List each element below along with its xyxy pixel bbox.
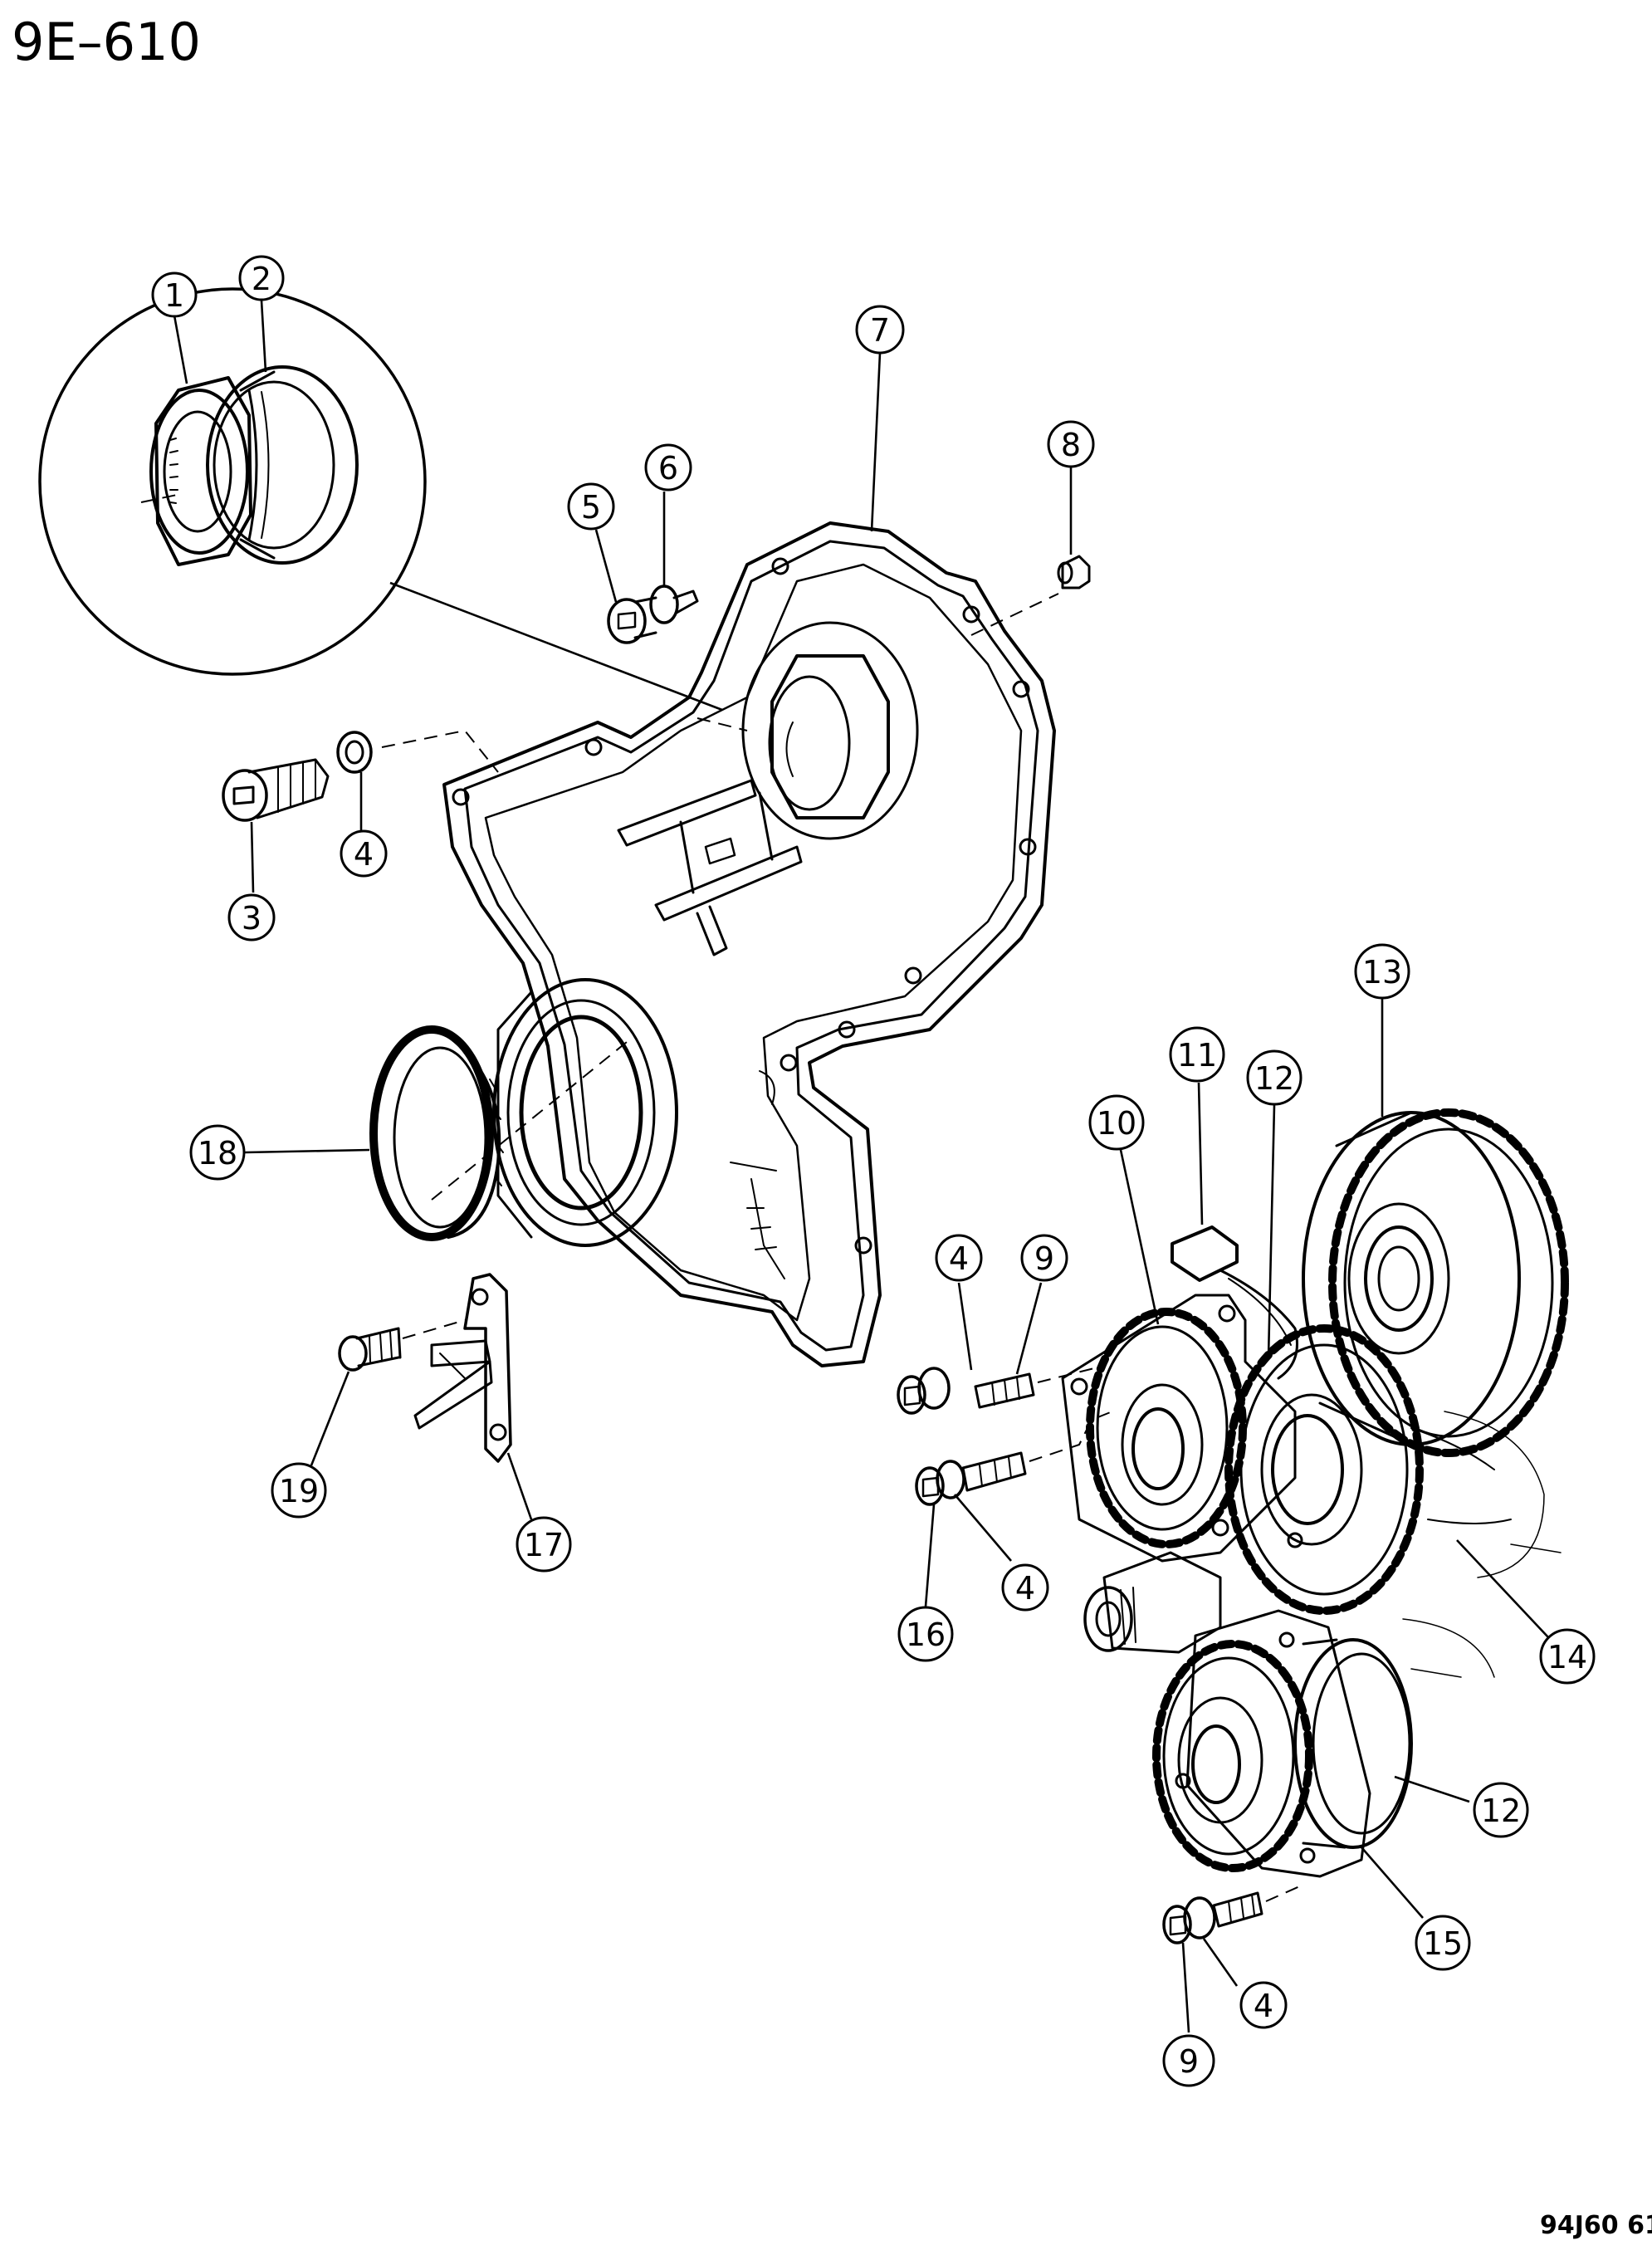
- dowel-pin-8: [1057, 555, 1091, 589]
- oil-seal-18: [369, 1025, 504, 1241]
- bolt-9-lower: [1162, 1884, 1304, 1944]
- callout-18: 18: [189, 1124, 246, 1181]
- svg-text:10: 10: [1097, 1105, 1136, 1142]
- svg-text:9: 9: [1179, 2043, 1199, 2080]
- callout-3: 3: [227, 893, 276, 942]
- svg-text:4: 4: [354, 836, 374, 873]
- callout-9-lower: 9: [1162, 2034, 1215, 2087]
- callout-10: 10: [1088, 1094, 1145, 1151]
- svg-text:9: 9: [1034, 1240, 1054, 1277]
- svg-text:12: 12: [1481, 1793, 1521, 1829]
- callout-8: 8: [1047, 420, 1095, 468]
- idler-gear-14: [1224, 1324, 1512, 1615]
- callout-14: 14: [1539, 1628, 1596, 1685]
- svg-text:14: 14: [1547, 1639, 1587, 1675]
- svg-text:7: 7: [870, 312, 890, 349]
- svg-text:16: 16: [906, 1617, 946, 1653]
- callout-4-gear-middle: 4: [1001, 1563, 1049, 1612]
- svg-text:6: 6: [658, 450, 678, 487]
- svg-text:2: 2: [252, 261, 271, 297]
- callout-9-upper: 9: [1020, 1234, 1068, 1282]
- washer-4-left: [336, 731, 373, 774]
- callout-12-upper: 12: [1246, 1049, 1303, 1106]
- timing-gear-cover: [442, 521, 1056, 1367]
- sensor-11: [1171, 1225, 1298, 1380]
- svg-text:17: 17: [524, 1527, 564, 1563]
- callout-2: 2: [238, 255, 285, 301]
- washer-6: [649, 585, 699, 624]
- callout-4-gear-upper: 4: [935, 1234, 983, 1282]
- camshaft-gear-13: [1302, 1108, 1569, 1457]
- callout-5: 5: [567, 482, 615, 531]
- svg-text:18: 18: [198, 1135, 237, 1172]
- svg-text:19: 19: [279, 1473, 319, 1509]
- bracket-17: [413, 1273, 512, 1463]
- callout-13: 13: [1354, 943, 1410, 1000]
- callout-6: 6: [644, 443, 692, 492]
- svg-text:4: 4: [1254, 1988, 1273, 2024]
- lower-gear-15: [1152, 1609, 1413, 1878]
- svg-text:12: 12: [1254, 1060, 1294, 1097]
- cover-bolt-3: [222, 758, 330, 822]
- bolt-9-upper: [974, 1372, 1035, 1409]
- svg-text:4: 4: [949, 1240, 969, 1277]
- cover-bolt-5: [607, 596, 657, 644]
- bolt-19: [338, 1319, 466, 1372]
- callout-19: 19: [271, 1462, 327, 1519]
- svg-text:15: 15: [1423, 1925, 1463, 1962]
- page-title: 9E–610: [12, 12, 201, 72]
- detail-inset: [38, 287, 427, 676]
- svg-text:13: 13: [1362, 954, 1402, 991]
- callout-12-lower: 12: [1473, 1782, 1529, 1838]
- svg-text:5: 5: [581, 489, 601, 526]
- svg-text:4: 4: [1015, 1570, 1035, 1607]
- callout-7: 7: [855, 305, 905, 355]
- callout-4-gear-lower: 4: [1239, 1981, 1288, 2029]
- callout-11: 11: [1169, 1026, 1225, 1083]
- callout-4: 4: [340, 829, 388, 878]
- figure-reference-code: 94J60 610: [1540, 2211, 1652, 2240]
- leader-lines: [173, 300, 1549, 2033]
- svg-text:11: 11: [1177, 1037, 1217, 1074]
- callout-15: 15: [1415, 1915, 1471, 1971]
- svg-text:1: 1: [164, 277, 184, 314]
- callout-17: 17: [516, 1516, 572, 1573]
- crankshaft-washer: [206, 365, 359, 565]
- bolt-4-upper-group: [897, 1365, 1105, 1415]
- cover-logo-emblem: [617, 779, 803, 956]
- gear-10-and-housing: [1061, 1294, 1297, 1654]
- callout-16: 16: [897, 1606, 954, 1662]
- crankshaft-nut: [140, 376, 252, 566]
- svg-text:8: 8: [1061, 427, 1081, 463]
- bolt-16: [915, 1411, 1113, 1506]
- callout-1: 1: [151, 271, 198, 318]
- svg-text:3: 3: [242, 900, 261, 937]
